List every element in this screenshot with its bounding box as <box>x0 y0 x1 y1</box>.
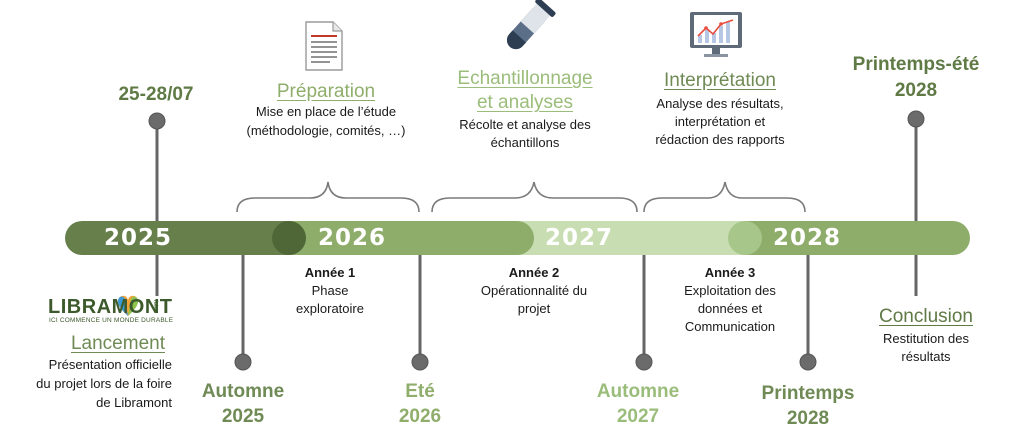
annee-1-desc-1: Phase <box>311 283 349 298</box>
brace-echantillonnage <box>431 181 638 213</box>
year-label-2027: 2027 <box>545 225 614 251</box>
bar-segment-2028 <box>744 221 970 255</box>
annee-3-desc-2: données et <box>697 301 763 316</box>
phase-desc-preparation-1: Mise en place de l’étude <box>255 104 397 119</box>
monitor-chart-icon <box>690 12 742 57</box>
top-pins <box>155 120 918 221</box>
bar-circle-3 <box>728 221 762 255</box>
year-label-2025: 2025 <box>104 225 173 251</box>
annee-1-desc-2: exploratoire <box>296 301 364 316</box>
phase-desc-echantillonnage-2: échantillons <box>490 135 560 150</box>
libramont-logo-sub: ICI COMMENCE UN MONDE DURABLE <box>49 317 174 324</box>
brace-interpretation <box>643 181 806 213</box>
milestone-ete-2026-line1: Eté <box>405 381 435 402</box>
milestone-date-lancement: 25-28/07 <box>118 84 194 105</box>
year-label-2028: 2028 <box>773 225 842 251</box>
pin-head-printemps-2028 <box>799 353 817 371</box>
libramont-logo-side: foire <box>152 300 158 312</box>
libramont-logo-text: LIBRAMONT <box>48 296 173 318</box>
pin-head-lancement <box>148 112 166 130</box>
milestone-printemps-2028-line2: 2028 <box>786 408 830 429</box>
annee-1-label: Année 1 <box>304 265 356 280</box>
annee-3-desc-1: Exploitation des <box>684 283 776 298</box>
milestone-date-conclusion-line1: Printemps-été <box>852 54 980 75</box>
phase-desc-echantillonnage-1: Récolte et analyse des <box>459 117 591 132</box>
phase-braces <box>236 181 806 213</box>
conclusion-desc-1: Restitution des <box>883 331 969 346</box>
milestone-printemps-2028-line1: Printemps <box>761 383 855 404</box>
bar-segment-2026 <box>288 221 518 255</box>
annee-3-label: Année 3 <box>704 265 756 280</box>
conclusion-desc-2: résultats <box>901 349 951 364</box>
milestone-date-conclusion-line2: 2028 <box>894 80 938 101</box>
annee-2-desc-1: Opérationnalité du <box>480 283 588 298</box>
brace-preparation <box>236 181 420 213</box>
phase-title-echantillonnage-2: et analyses <box>476 92 574 113</box>
conclusion-title: Conclusion <box>879 306 973 327</box>
lancement-desc-2: du projet lors de la foire <box>36 376 172 391</box>
phase-desc-interpretation-1: Analyse des résultats, <box>656 96 784 111</box>
milestone-automne-2027-line2: 2027 <box>616 406 660 427</box>
annee-2-label: Année 2 <box>508 265 560 280</box>
lancement-title: Lancement <box>70 333 165 354</box>
timeline-bar <box>65 221 970 255</box>
bar-segment-2025 <box>65 221 290 255</box>
lancement-desc-1: Présentation officielle <box>48 357 172 372</box>
milestone-automne-2025-line2: 2025 <box>221 406 265 427</box>
lancement-desc-3: de Libramont <box>96 395 172 410</box>
pin-head-conclusion <box>907 110 925 128</box>
test-tube-icon <box>506 0 556 50</box>
annee-2-desc-2: projet <box>517 301 551 316</box>
phase-title-preparation: Préparation <box>276 81 376 102</box>
bar-circle-1 <box>272 221 306 255</box>
document-icon <box>305 21 343 71</box>
phase-title-interpretation: Interprétation <box>664 70 776 91</box>
milestone-automne-2025-line1: Automne <box>201 381 285 402</box>
pin-head-ete-2026 <box>411 353 429 371</box>
bar-circle-2 <box>500 221 534 255</box>
phase-desc-interpretation-3: rédaction des rapports <box>655 132 785 147</box>
pin-head-automne-2027 <box>635 353 653 371</box>
milestone-ete-2026-line2: 2026 <box>398 406 442 427</box>
annee-3-desc-3: Communication <box>684 319 776 334</box>
phase-title-echantillonnage-1: Echantillonnage <box>457 68 593 89</box>
year-label-2026: 2026 <box>318 225 387 251</box>
bar-segment-2027 <box>516 221 746 255</box>
phase-desc-preparation-2: (méthodologie, comités, …) <box>246 123 406 138</box>
libramont-logo-mark <box>117 295 139 316</box>
bottom-pins <box>155 255 918 355</box>
pin-head-automne-2025 <box>234 353 252 371</box>
milestone-automne-2027-line1: Automne <box>596 381 680 402</box>
phase-desc-interpretation-2: interprétation et <box>674 114 766 129</box>
